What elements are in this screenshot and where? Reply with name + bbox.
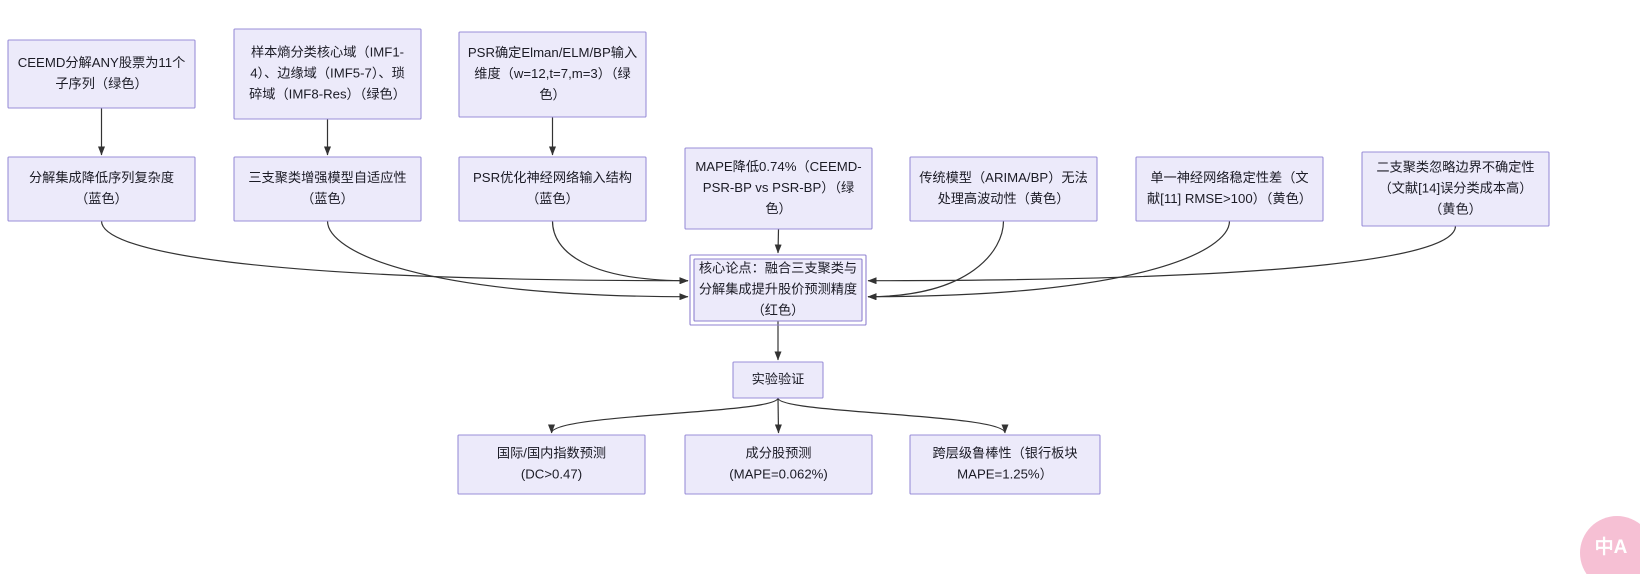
node-label-line: 碎域（IMF8-Res）（绿色） bbox=[249, 85, 406, 101]
node-label-line: 色） bbox=[539, 86, 565, 102]
node-box[interactable] bbox=[684, 147, 873, 230]
node-box[interactable] bbox=[909, 434, 1101, 495]
node-label-line: CEEMD分解ANY股票为11个 bbox=[18, 55, 186, 70]
node-label-line: 国际/国内指数预测 bbox=[497, 445, 606, 460]
node-label-line: 维度（w=12,t=7,m=3）（绿 bbox=[474, 66, 630, 81]
node-label-line: (DC>0.47) bbox=[521, 466, 582, 481]
node-label-line: （蓝色） bbox=[301, 190, 354, 206]
node-box[interactable] bbox=[457, 434, 646, 495]
node-label-line: 分解集成提升股价预测精度 bbox=[699, 281, 857, 296]
flow-edge bbox=[551, 220, 689, 285]
flow-node[interactable]: 分解集成降低序列复杂度 （蓝色） bbox=[7, 156, 196, 222]
node-label-line: 分解集成降低序列复杂度 bbox=[29, 170, 174, 185]
node-label-line: PSR-BP vs PSR-BP）（绿 bbox=[703, 180, 854, 195]
flow-node[interactable]: 三支聚类增强模型自适应性 （蓝色） bbox=[233, 156, 422, 222]
flow-edge bbox=[867, 225, 1457, 285]
node-label-line: PSR优化神经网络输入结构 bbox=[473, 170, 632, 185]
node-box[interactable] bbox=[233, 28, 422, 120]
node-label-line: 色） bbox=[765, 200, 791, 216]
flow-node[interactable]: 国际/国内指数预测 (DC>0.47) bbox=[457, 434, 646, 495]
flow-node[interactable]: 实验验证 bbox=[732, 361, 824, 399]
node-label-line: 传统模型（ARIMA/BP）无法 bbox=[919, 170, 1088, 185]
node-label-line: 二支聚类忽略边界不确定性 bbox=[1376, 159, 1534, 174]
node-label-line: MAPE=1.25%） bbox=[957, 466, 1053, 481]
flow-node[interactable]: 二支聚类忽略边界不确定性 （文献[14]误分类成本高） （黄色） bbox=[1361, 151, 1550, 227]
node-label-line: 成分股预测 bbox=[746, 445, 812, 460]
node-label-line: （蓝色） bbox=[526, 190, 579, 206]
flow-node[interactable]: MAPE降低0.74%（CEEMD- PSR-BP vs PSR-BP）（绿色） bbox=[684, 147, 873, 230]
node-label-line: （文献[14]误分类成本高） bbox=[1379, 179, 1533, 195]
node-box[interactable] bbox=[1361, 151, 1550, 227]
node-box[interactable] bbox=[693, 258, 863, 322]
node-box[interactable] bbox=[1135, 156, 1324, 222]
node-box[interactable] bbox=[233, 156, 422, 222]
node-label-line: 样本熵分类核心域（IMF1- bbox=[251, 44, 404, 59]
flow-edge bbox=[774, 228, 782, 254]
node-box[interactable] bbox=[732, 361, 824, 399]
core-node-outer-border bbox=[689, 254, 867, 326]
node-box[interactable] bbox=[7, 156, 196, 222]
flow-edge bbox=[326, 220, 689, 301]
node-box[interactable] bbox=[458, 31, 647, 118]
node-label-line: （蓝色） bbox=[75, 190, 128, 206]
node-label-line: 处理高波动性（黄色） bbox=[938, 190, 1070, 206]
node-label-line: （红色） bbox=[752, 301, 805, 317]
node-label-line: (MAPE=0.062%) bbox=[729, 466, 828, 481]
flow-node[interactable]: 单一神经网络稳定性差（文献[11] RMSE>100）（黄色） bbox=[1135, 156, 1324, 222]
flow-edge bbox=[867, 220, 1231, 301]
node-label-line: 献[11] RMSE>100）（黄色） bbox=[1147, 190, 1312, 206]
node-label-line: 单一神经网络稳定性差（文 bbox=[1150, 170, 1308, 185]
node-label-line: 实验验证 bbox=[752, 371, 805, 386]
flow-edge bbox=[774, 397, 782, 434]
flow-node[interactable]: PSR优化神经网络输入结构 （蓝色） bbox=[458, 156, 647, 222]
node-label-line: 子序列（绿色） bbox=[55, 75, 147, 91]
flow-node[interactable]: 样本熵分类核心域（IMF1- 4）、边缘域（IMF5-7）、琐碎域（IMF8-Re… bbox=[233, 28, 422, 120]
node-label-line: MAPE降低0.74%（CEEMD- bbox=[695, 159, 861, 174]
node-box[interactable] bbox=[458, 156, 647, 222]
flow-edge bbox=[100, 220, 689, 285]
flow-edge bbox=[867, 220, 1005, 301]
flow-edge bbox=[548, 397, 779, 434]
flow-edge bbox=[777, 397, 1009, 434]
flow-node[interactable]: 跨层级鲁棒性（银行板块 MAPE=1.25%） bbox=[909, 434, 1101, 495]
node-box[interactable] bbox=[684, 434, 873, 495]
node-box[interactable] bbox=[7, 39, 196, 109]
edge-layer bbox=[98, 108, 1457, 434]
node-label-line: 跨层级鲁棒性（银行板块 bbox=[932, 445, 1077, 460]
watermark-label: 中A bbox=[1594, 536, 1628, 558]
node-box[interactable] bbox=[909, 156, 1098, 222]
node-label-line: 三支聚类增强模型自适应性 bbox=[248, 170, 406, 185]
node-label-line: 核心论点：融合三支聚类与 bbox=[699, 260, 857, 275]
flow-node[interactable]: 成分股预测 (MAPE=0.062%) bbox=[684, 434, 873, 495]
node-label-line: PSR确定Elman/ELM/BP输入 bbox=[468, 45, 637, 60]
node-label-line: 4）、边缘域（IMF5-7）、琐 bbox=[250, 64, 405, 80]
node-label-line: （黄色） bbox=[1429, 200, 1482, 216]
